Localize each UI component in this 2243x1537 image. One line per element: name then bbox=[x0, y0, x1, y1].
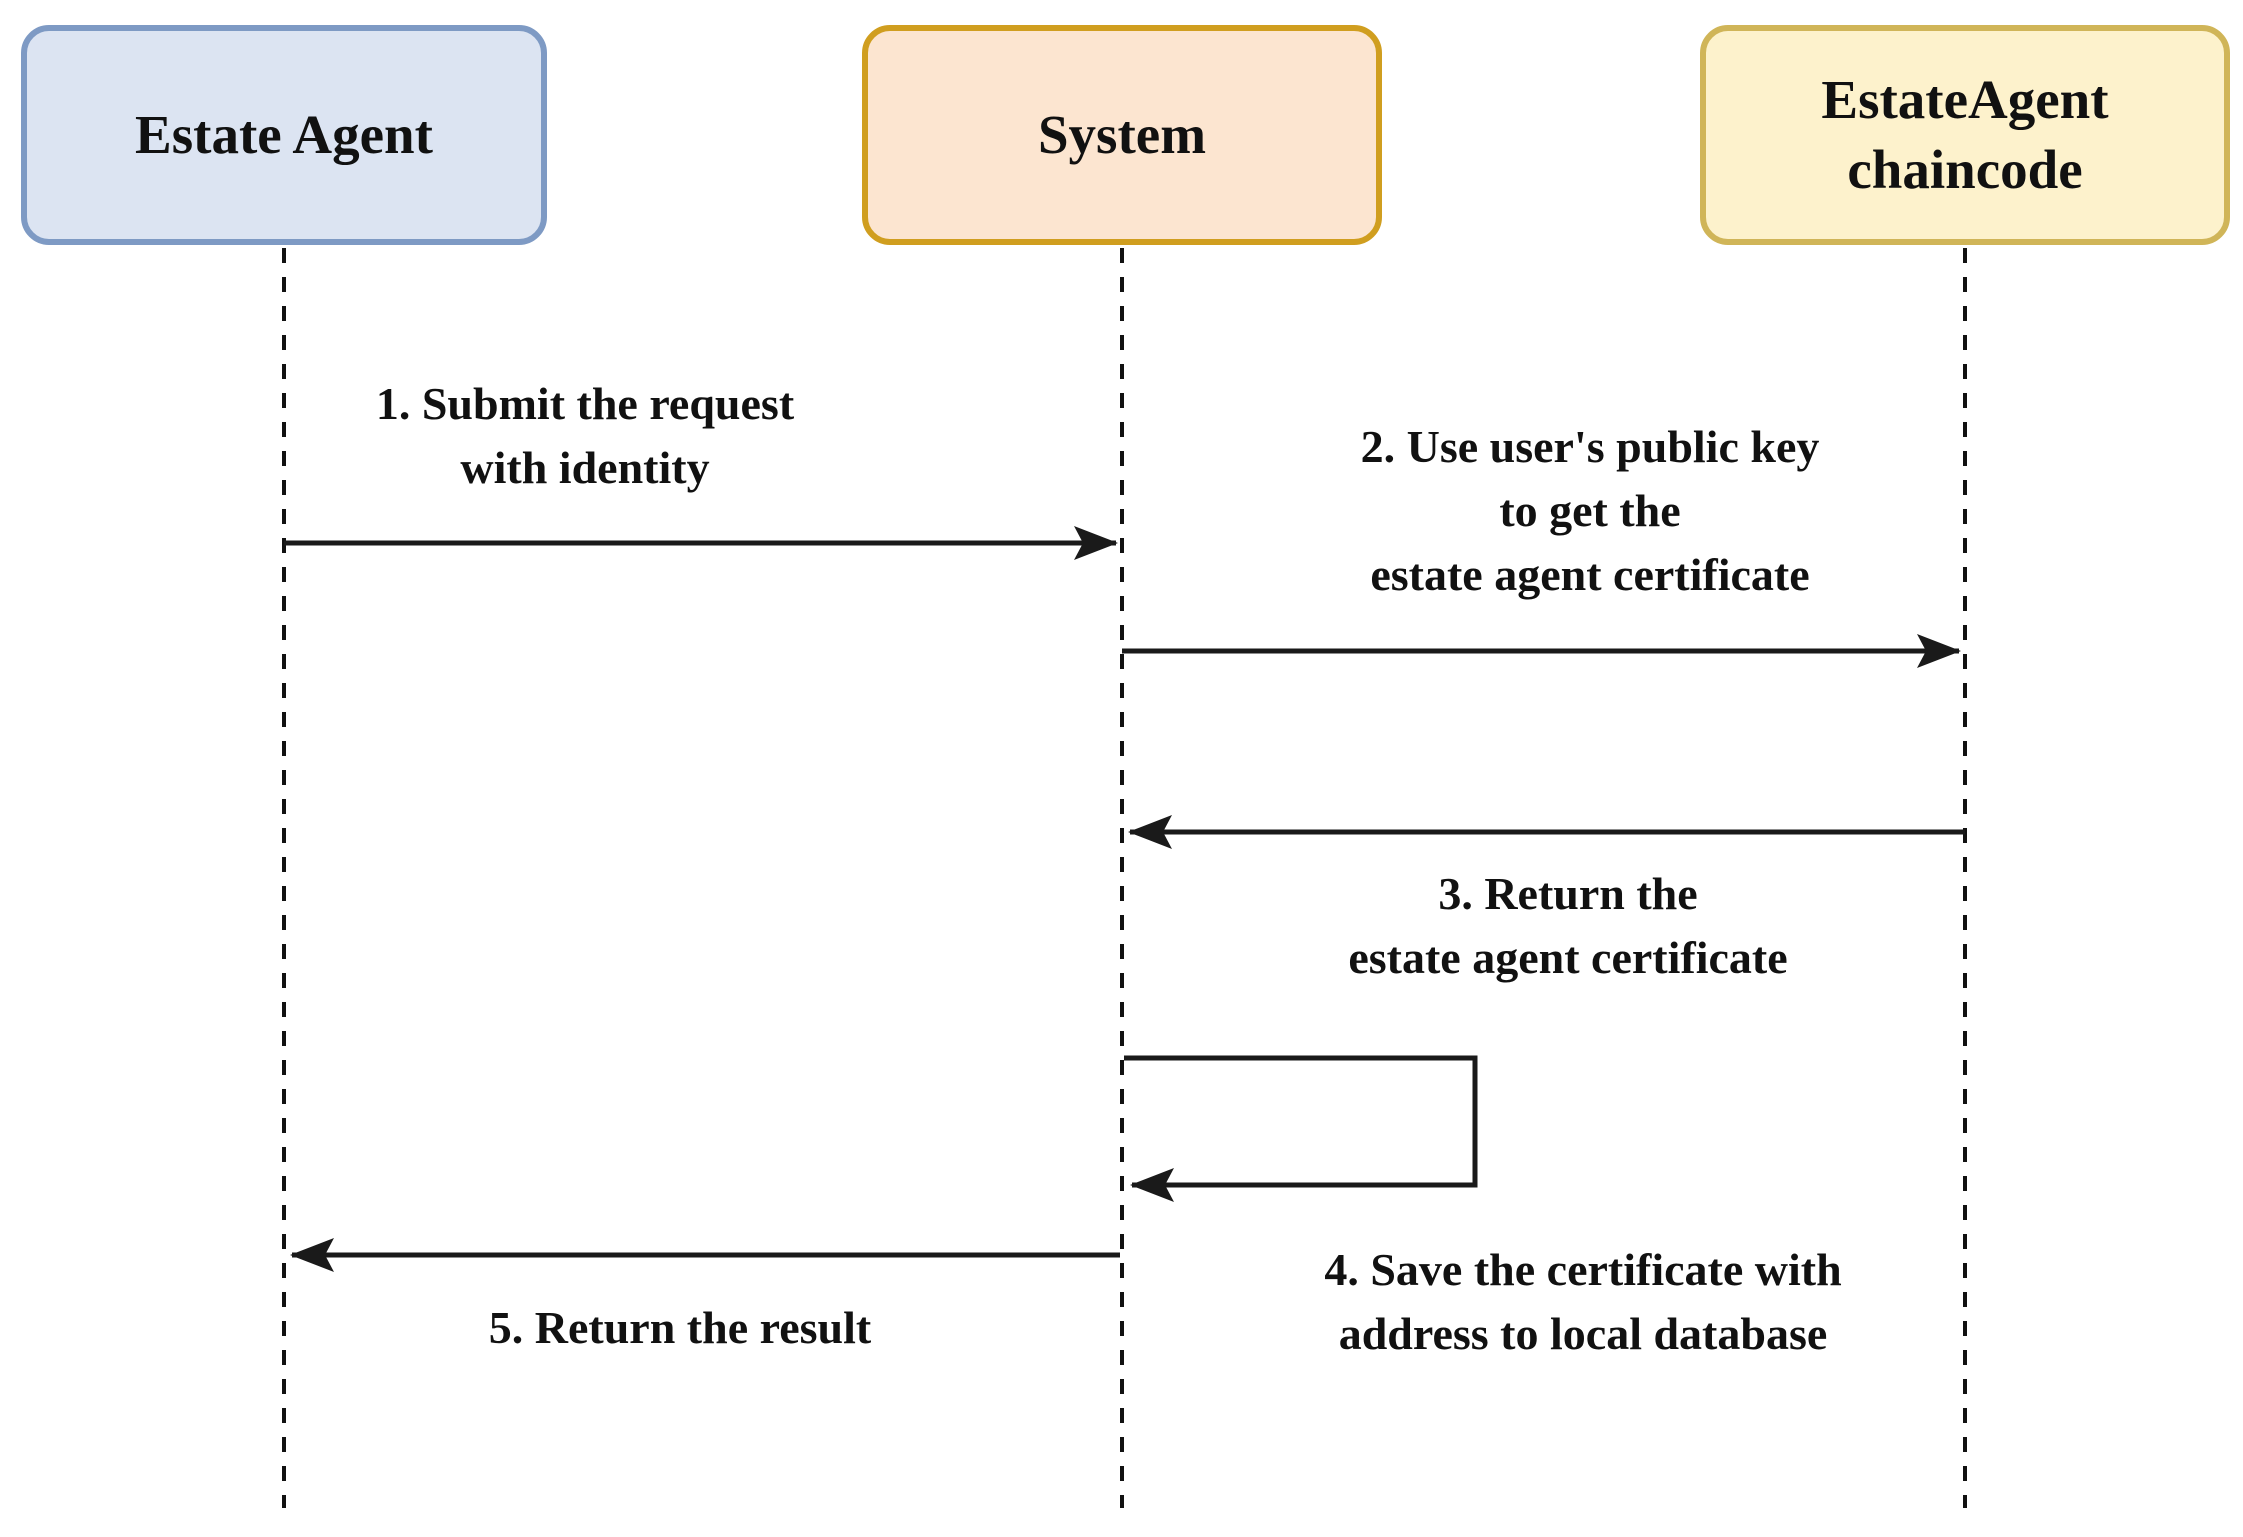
message-label-3: 3. Return the estate agent certificate bbox=[1348, 868, 1788, 983]
message-label-1: 1. Submit the request with identity bbox=[375, 378, 795, 493]
actor-estateagent-chaincode-label: EstateAgent chaincode bbox=[1821, 69, 2109, 200]
message-label-2: 2. Use user's public key to get the esta… bbox=[1360, 421, 1820, 600]
message-arrow-4-self-loop bbox=[1124, 1055, 1478, 1202]
message-label-4: 4. Save the certificate with address to … bbox=[1324, 1244, 1842, 1359]
actor-estate-agent: Estate Agent bbox=[21, 25, 547, 245]
actor-system: System bbox=[862, 25, 1382, 245]
actor-estateagent-chaincode: EstateAgent chaincode bbox=[1700, 25, 2230, 245]
actor-estate-agent-label: Estate Agent bbox=[135, 104, 433, 165]
message-label-5: 5. Return the result bbox=[488, 1302, 872, 1353]
actor-system-label: System bbox=[1037, 104, 1207, 165]
